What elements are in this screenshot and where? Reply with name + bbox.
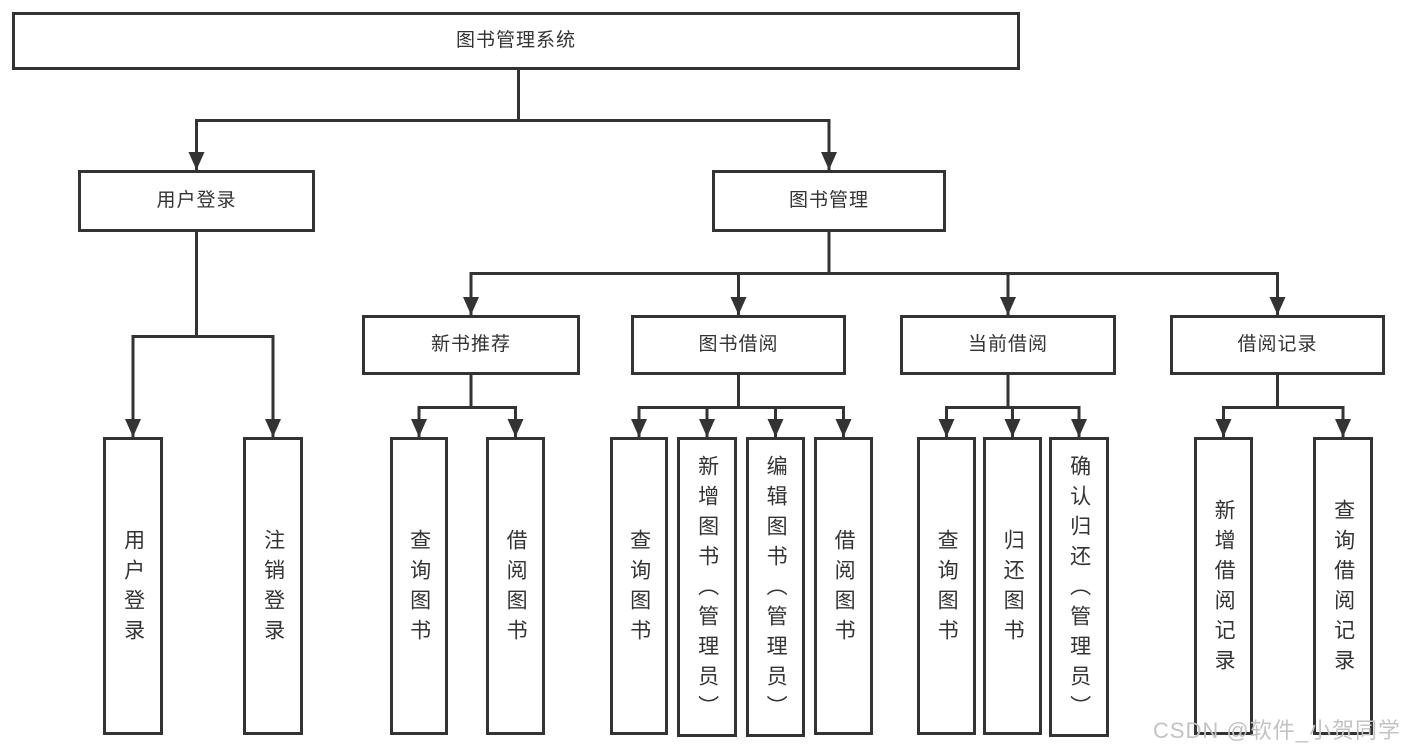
connector-strokes [131, 70, 1345, 437]
leaf-confirm-return-admin: 确认归还（管理员） [1049, 437, 1109, 737]
leaf-add-book-admin: 新增图书（管理员） [677, 437, 737, 737]
leaf-user-login: 用户登录 [103, 437, 163, 735]
arrow-heads [125, 152, 1351, 437]
leaf-borrow-book-1: 借阅图书 [486, 437, 545, 735]
leaf-borrow-book-2: 借阅图书 [814, 437, 873, 735]
leaf-edit-book-admin: 编辑图书（管理员） [746, 437, 805, 737]
node-user-login: 用户登录 [78, 170, 315, 232]
node-book-borrow: 图书借阅 [631, 315, 846, 375]
leaf-query-book-2: 查询图书 [610, 437, 668, 735]
node-current-borrow: 当前借阅 [900, 315, 1116, 375]
csdn-watermark: CSDN @软件_小贺同学 [1152, 718, 1401, 743]
leaf-add-borrow-record: 新增借阅记录 [1194, 437, 1253, 735]
node-new-book-recommend: 新书推荐 [362, 315, 580, 375]
leaf-query-book-3: 查询图书 [917, 437, 976, 735]
leaf-logout: 注销登录 [243, 437, 303, 735]
leaf-return-book: 归还图书 [983, 437, 1042, 735]
node-book-management: 图书管理 [712, 170, 946, 232]
leaf-query-borrow-record: 查询借阅记录 [1313, 437, 1373, 735]
node-borrow-record: 借阅记录 [1170, 315, 1385, 375]
leaf-query-book-1: 查询图书 [390, 437, 448, 735]
node-library-management-system: 图书管理系统 [12, 12, 1020, 70]
